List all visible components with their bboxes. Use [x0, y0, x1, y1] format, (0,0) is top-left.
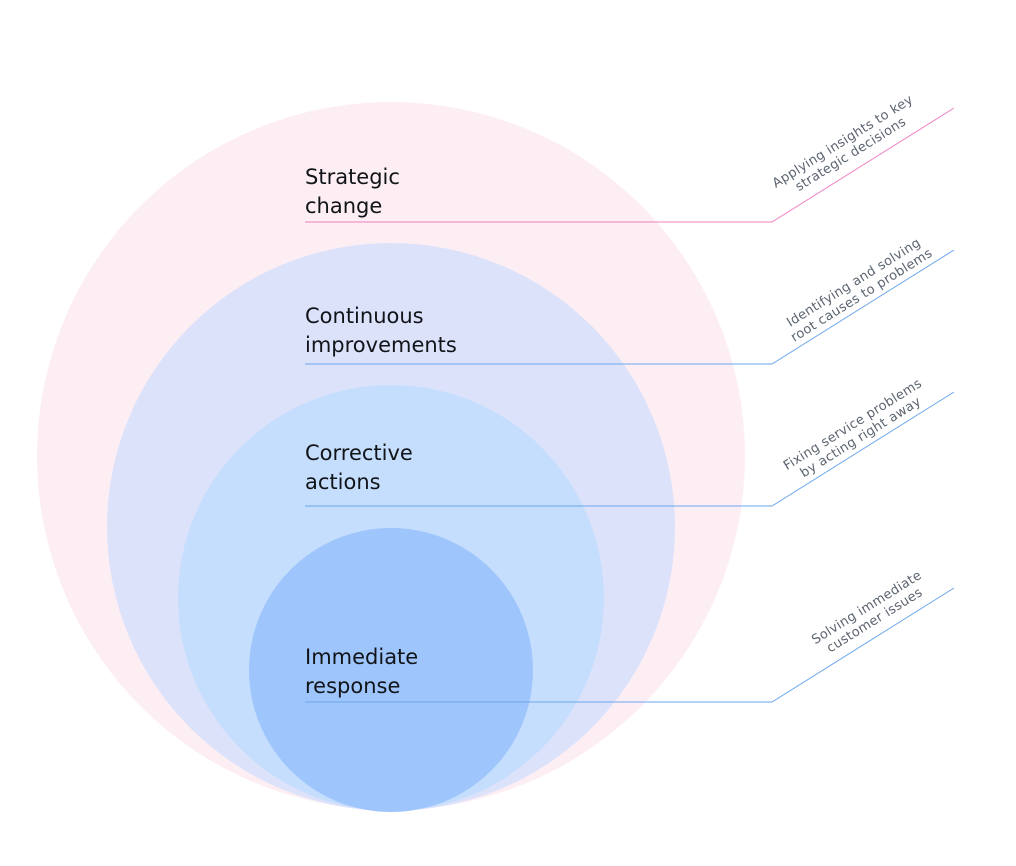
- strategic-change-label: Strategic change: [305, 165, 400, 218]
- label-line: Strategic: [305, 165, 400, 189]
- continuous-improvements-note: Identifying and solving root causes to p…: [784, 236, 935, 346]
- label-line: actions: [305, 470, 381, 494]
- immediate-response-note: Solving immediate customer issues: [809, 568, 925, 656]
- label-line: Corrective: [305, 441, 413, 465]
- label-line: Continuous: [305, 304, 424, 328]
- corrective-actions-label: Corrective actions: [305, 441, 413, 494]
- immediate-response-leader-line: [305, 587, 955, 703]
- note-line: root causes to problems: [788, 246, 935, 346]
- note-line: Identifying and solving: [784, 236, 923, 331]
- label-line: improvements: [305, 333, 457, 357]
- label-line: response: [305, 674, 400, 698]
- note-line: Fixing service problems: [781, 376, 925, 474]
- continuous-improvements-label: Continuous improvements: [305, 304, 457, 357]
- corrective-actions-leader-line: [305, 391, 955, 507]
- immediate-response-label: Immediate response: [305, 645, 418, 698]
- continuous-improvements-leader-line: [305, 249, 955, 365]
- label-line: change: [305, 194, 382, 218]
- label-line: Immediate: [305, 645, 418, 669]
- corrective-actions-note: Fixing service problems by acting right …: [781, 376, 925, 481]
- immediate-response-circle: [249, 528, 533, 812]
- note-line: Applying insights to key: [770, 92, 916, 191]
- strategic-change-note: Applying insights to key strategic decis…: [770, 92, 916, 194]
- strategic-change-leader-line: [305, 107, 955, 223]
